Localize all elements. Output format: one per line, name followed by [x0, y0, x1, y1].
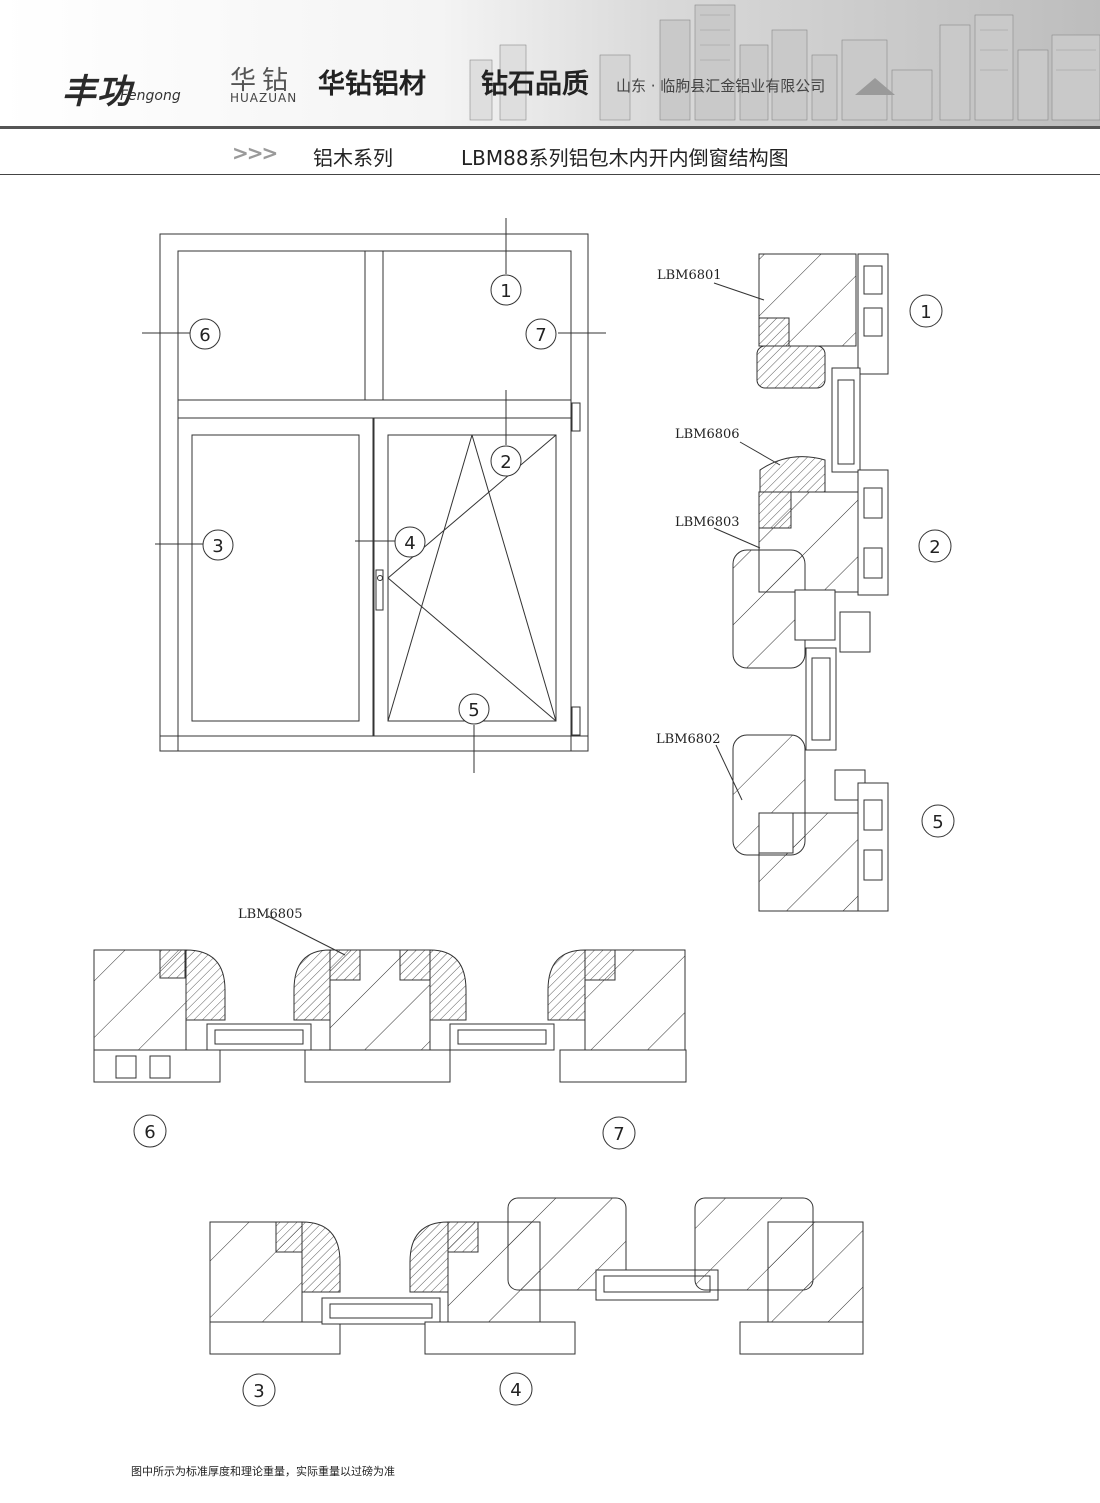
series-name: 铝木系列	[313, 146, 393, 170]
callout-4: 4	[404, 533, 415, 554]
callout-6: 6	[199, 325, 210, 346]
city-skyline-image	[469, 4, 1100, 121]
drawing-title: LBM88系列铝包木内开内倒窗结构图	[461, 146, 789, 170]
brand-name-en: HUAZUAN	[230, 91, 298, 105]
callout-5: 5	[468, 700, 479, 721]
page-header: 丰功 Fengong 华钻 HUAZUAN 华钻铝材 钻石品质 山东 · 临朐县…	[0, 0, 1100, 128]
chevron-arrows-icon: >>>	[232, 141, 278, 165]
callout-3: 3	[212, 536, 223, 557]
horizontal-section-b	[209, 1197, 864, 1355]
window-elevation	[142, 218, 606, 773]
section-callout-1: 1	[920, 302, 931, 323]
section-callout-2: 2	[929, 537, 940, 558]
callout-1: 1	[500, 281, 511, 302]
logo-subtext: Fengong	[120, 88, 181, 104]
vertical-section	[713, 253, 889, 912]
slogan-aluminum: 华钻铝材	[318, 69, 426, 100]
section-callout-4: 4	[510, 1380, 521, 1401]
profile-label-lbm6806: LBM6806	[675, 427, 740, 442]
profile-label-lbm6802: LBM6802	[656, 732, 721, 747]
slogan-quality: 钻石品质	[481, 69, 589, 100]
section-callout-3: 3	[253, 1381, 264, 1402]
fengong-logo: 丰功	[62, 72, 132, 112]
profile-label-lbm6803: LBM6803	[675, 515, 740, 530]
horizontal-section-a	[93, 915, 687, 1083]
brand-name-cn: 华钻	[230, 66, 295, 96]
callout-7: 7	[535, 325, 546, 346]
profile-label-lbm6805: LBM6805	[238, 907, 303, 922]
section-callout-5: 5	[932, 812, 943, 833]
profile-label-lbm6801: LBM6801	[657, 268, 722, 283]
callout-2: 2	[500, 452, 511, 473]
section-callout-6: 6	[144, 1122, 155, 1143]
header-divider	[0, 126, 1100, 129]
elevation-callouts	[189, 274, 557, 725]
footer-note: 图中所示为标准厚度和理论重量，实际重量以过磅为准	[131, 1465, 395, 1478]
section-title-bar	[0, 129, 1100, 175]
company-name: 山东 · 临朐县汇金铝业有限公司	[616, 77, 826, 95]
section-callout-7: 7	[613, 1124, 624, 1145]
